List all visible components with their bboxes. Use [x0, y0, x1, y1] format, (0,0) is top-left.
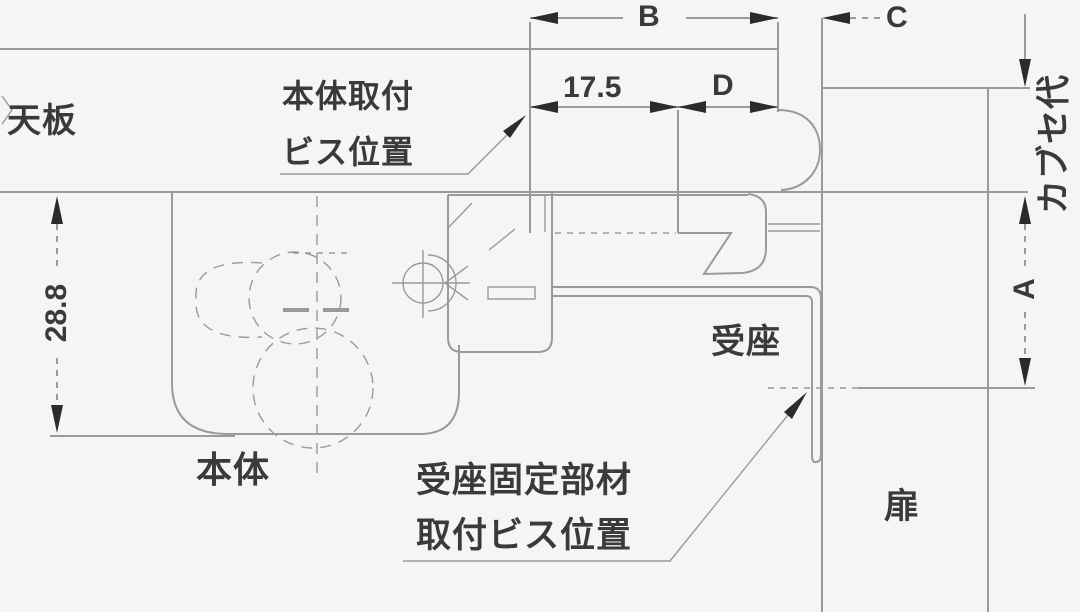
dimension-b-label: B: [638, 0, 660, 33]
label-catch-seat: 受座: [711, 323, 781, 361]
label-main-body: 本体: [196, 449, 271, 490]
dimension-175-d-lines: [530, 101, 778, 232]
main-body-outline: [171, 193, 460, 473]
dimension-c-lines: [821, 12, 880, 88]
label-body-screw-line2: ビス位置: [282, 134, 415, 170]
dimension-c-label: C: [886, 1, 908, 34]
label-door: 扉: [884, 487, 921, 526]
top-panel-lines: [0, 48, 1028, 193]
label-catch-fixing-line1: 受座固定部材: [416, 461, 633, 500]
label-overlay-allowance: カブセ代: [1035, 74, 1073, 214]
label-top-panel: 天板: [7, 102, 77, 140]
leader-body-screw: [280, 115, 526, 175]
leader-catch-screw: [403, 392, 807, 562]
roller-tip-arc: [777, 109, 822, 191]
dimension-overlay-lines: [1019, 14, 1031, 87]
dimension-288-lines: [50, 196, 235, 437]
dimension-288-value: 28.8: [40, 283, 73, 343]
catch-seat-outline: [552, 286, 822, 464]
dimension-d-label: D: [712, 69, 734, 102]
mounting-bracket-outline: [447, 193, 748, 353]
dimension-a-lines: [768, 196, 1035, 389]
label-body-screw-line1: 本体取付: [282, 78, 415, 114]
dimension-b-lines: [529, 12, 779, 233]
dimension-175-value: 17.5: [563, 71, 622, 104]
label-catch-fixing-line2: 取付ビス位置: [416, 516, 633, 555]
catch-hook-outline: [677, 193, 820, 276]
dimension-a-label: A: [1008, 278, 1041, 300]
door-lines: [821, 87, 1030, 612]
latch-mechanism-lines: [392, 202, 536, 318]
